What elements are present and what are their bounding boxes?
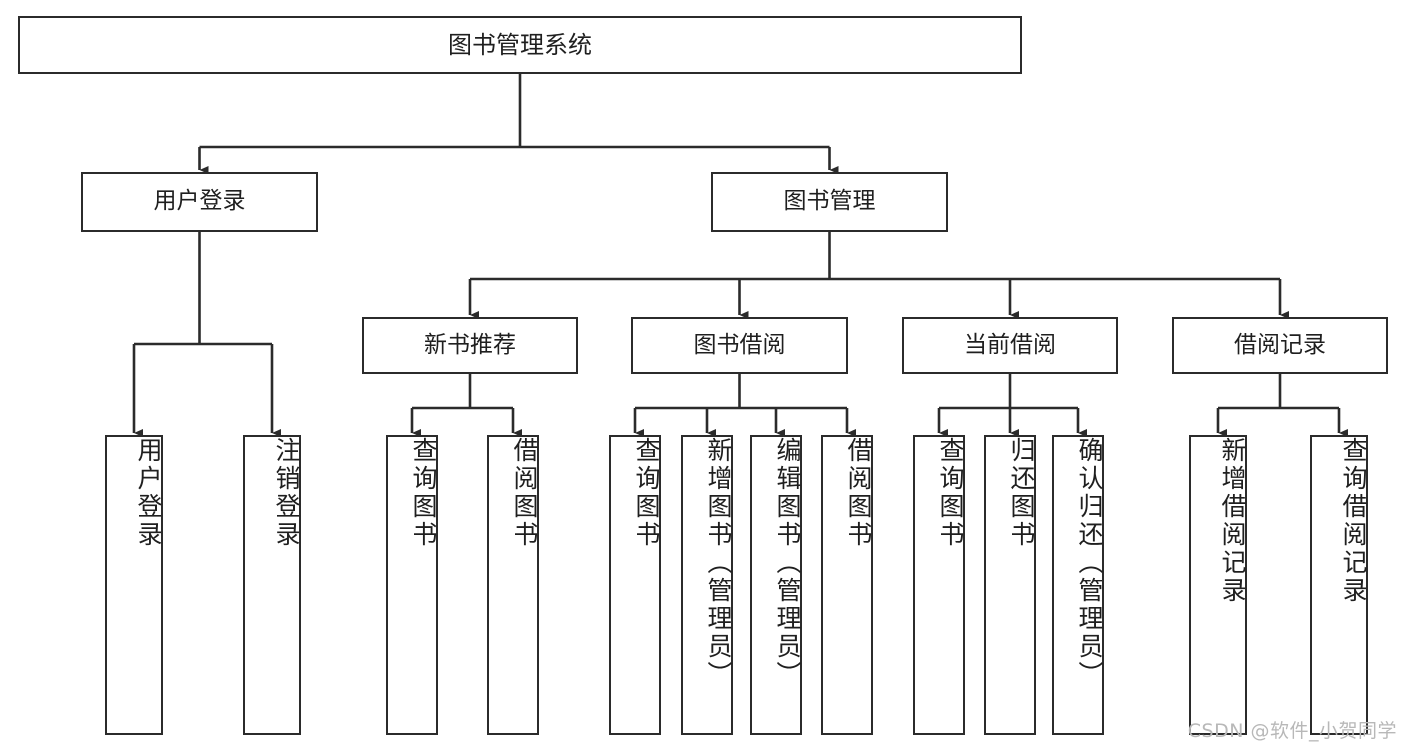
node-label-leaf-query-book-borrow: 查询图书	[632, 437, 661, 549]
node-label-root: 图书管理系统	[448, 30, 592, 59]
node-leaf-borrow-book-recommend[interactable]: 借阅图书	[487, 435, 539, 735]
node-label-leaf-logout: 注销登录	[272, 437, 301, 549]
node-leaf-confirm-return-admin[interactable]: 确认归还（管理员）	[1052, 435, 1104, 735]
node-leaf-query-book-borrow[interactable]: 查询图书	[609, 435, 661, 735]
node-leaf-add-borrow-record[interactable]: 新增借阅记录	[1189, 435, 1247, 735]
node-leaf-query-book-recommend[interactable]: 查询图书	[386, 435, 438, 735]
node-label-leaf-return-book: 归还图书	[1007, 437, 1036, 549]
node-label-leaf-confirm-return-admin: 确认归还（管理员）	[1075, 437, 1104, 689]
node-root[interactable]: 图书管理系统	[18, 16, 1022, 74]
node-label-new-book-recommend: 新书推荐	[424, 331, 516, 358]
node-label-leaf-edit-book-admin: 编辑图书（管理员）	[773, 437, 802, 689]
node-label-leaf-borrow-book: 借阅图书	[844, 437, 873, 549]
csdn-watermark: CSDN @软件_小贺同学	[1187, 720, 1397, 742]
node-label-leaf-add-book-admin: 新增图书（管理员）	[704, 437, 733, 689]
node-label-book-management: 图书管理	[783, 188, 876, 215]
node-label-leaf-query-book-current: 查询图书	[936, 437, 965, 549]
node-leaf-return-book[interactable]: 归还图书	[984, 435, 1036, 735]
node-label-leaf-query-borrow-record: 查询借阅记录	[1339, 437, 1368, 605]
node-label-current-borrow: 当前借阅	[964, 331, 1056, 358]
node-leaf-edit-book-admin[interactable]: 编辑图书（管理员）	[750, 435, 802, 735]
node-label-user-login: 用户登录	[153, 188, 246, 215]
node-current-borrow[interactable]: 当前借阅	[902, 317, 1118, 374]
node-label-borrow-record: 借阅记录	[1234, 331, 1326, 358]
node-book-borrow[interactable]: 图书借阅	[631, 317, 848, 374]
node-new-book-recommend[interactable]: 新书推荐	[362, 317, 578, 374]
node-label-leaf-user-login: 用户登录	[134, 437, 163, 549]
node-leaf-user-login[interactable]: 用户登录	[105, 435, 163, 735]
node-leaf-add-book-admin[interactable]: 新增图书（管理员）	[681, 435, 733, 735]
node-label-book-borrow: 图书借阅	[693, 331, 786, 358]
node-label-leaf-borrow-book-recommend: 借阅图书	[510, 437, 539, 549]
node-leaf-query-book-current[interactable]: 查询图书	[913, 435, 965, 735]
node-label-leaf-add-borrow-record: 新增借阅记录	[1218, 437, 1247, 605]
node-leaf-borrow-book[interactable]: 借阅图书	[821, 435, 873, 735]
node-user-login[interactable]: 用户登录	[81, 172, 318, 232]
node-leaf-query-borrow-record[interactable]: 查询借阅记录	[1310, 435, 1368, 735]
node-borrow-record[interactable]: 借阅记录	[1172, 317, 1388, 374]
node-book-management[interactable]: 图书管理	[711, 172, 948, 232]
node-leaf-logout[interactable]: 注销登录	[243, 435, 301, 735]
node-label-leaf-query-book-recommend: 查询图书	[409, 437, 438, 549]
